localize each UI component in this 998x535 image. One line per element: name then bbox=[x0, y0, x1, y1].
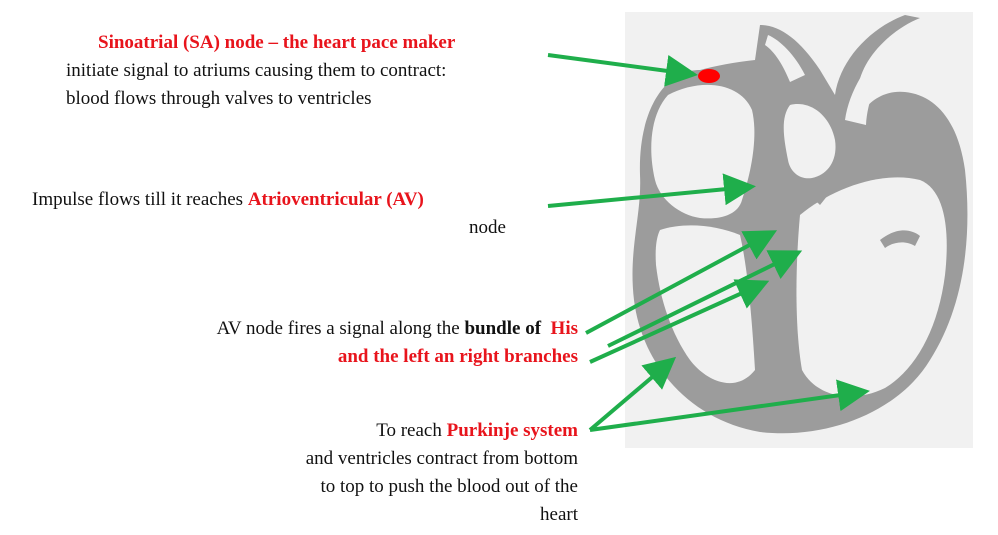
arrow-to-right-branch bbox=[589, 279, 770, 364]
his-line2: and the left an right branches bbox=[338, 344, 578, 369]
av-node-prefix: Impulse flows till it reaches bbox=[32, 189, 248, 210]
aorta-lumen bbox=[845, 30, 912, 125]
sa-node bbox=[698, 69, 720, 83]
sa-node-line1: initiate signal to atriums causing them … bbox=[66, 60, 447, 81]
mitral-valve bbox=[790, 183, 828, 205]
purkinje-highlight: Purkinje system bbox=[446, 420, 578, 441]
sa-node-title-text: Sinoatrial (SA) node – the heart pace ma… bbox=[98, 32, 456, 53]
arrow-to-sa-node bbox=[547, 53, 698, 87]
tricuspid-valve bbox=[735, 203, 760, 230]
arrow-to-right-purkinje bbox=[588, 356, 677, 432]
his-branches: and the left an right branches bbox=[337, 346, 578, 367]
arrow-to-left-branch bbox=[607, 250, 803, 348]
arrow-to-av-node bbox=[547, 173, 756, 208]
his-bold: bundle of bbox=[464, 318, 542, 339]
purkinje-line1: To reach Purkinje system bbox=[376, 418, 578, 443]
purkinje-prefix: To reach bbox=[376, 420, 447, 441]
arrow-to-left-purkinje bbox=[589, 379, 870, 432]
av-node-highlight: Atrioventricular (AV) bbox=[247, 189, 424, 210]
arrow-to-bundle-of-his bbox=[585, 230, 778, 335]
papillary-muscle bbox=[880, 230, 920, 248]
callout-arrows bbox=[547, 53, 870, 432]
right-ventricle-chamber bbox=[655, 225, 755, 384]
right-atrium-chamber bbox=[651, 84, 755, 219]
purkinje-line4: heart bbox=[540, 504, 578, 525]
his-prefix: AV node fires a signal along the bbox=[216, 318, 465, 339]
his-highlight: His bbox=[550, 318, 578, 339]
left-atrium-chamber bbox=[783, 104, 836, 179]
vena-cava-lumen bbox=[765, 35, 805, 82]
sa-node-line2: blood flows through valves to ventricles bbox=[66, 88, 372, 109]
av-node-line1: Impulse flows till it reaches Atrioventr… bbox=[32, 187, 424, 212]
his-line1: AV node fires a signal along the bundle … bbox=[217, 316, 578, 341]
av-node-line2: node bbox=[469, 217, 506, 238]
purkinje-line2: and ventricles contract from bottom bbox=[305, 448, 578, 469]
purkinje-line3: to top to push the blood out of the bbox=[320, 476, 578, 497]
sa-node-title: Sinoatrial (SA) node – the heart pace ma… bbox=[98, 30, 455, 55]
